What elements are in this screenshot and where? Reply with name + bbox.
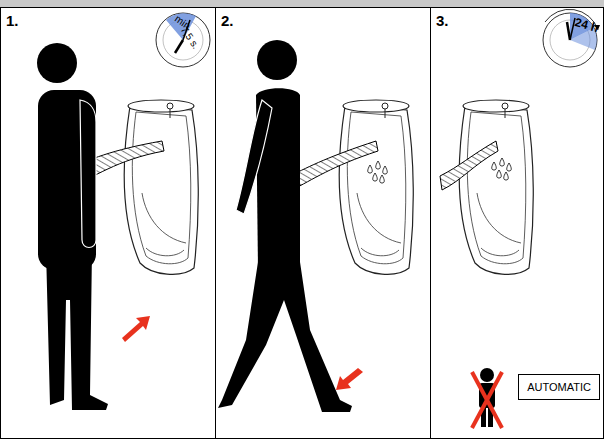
step-panel: 2. — [215, 7, 431, 439]
top-bar — [0, 0, 604, 7]
step-panel: 1. — [0, 7, 216, 439]
mode-box: AUTOMATIC — [518, 374, 600, 400]
mode-text: AUTOMATIC — [527, 381, 591, 393]
step-number: 2. — [221, 12, 234, 29]
step-number: 1. — [6, 12, 19, 29]
step-panel: 3. AUTOMATIC — [430, 7, 604, 439]
step-number: 3. — [436, 12, 449, 29]
